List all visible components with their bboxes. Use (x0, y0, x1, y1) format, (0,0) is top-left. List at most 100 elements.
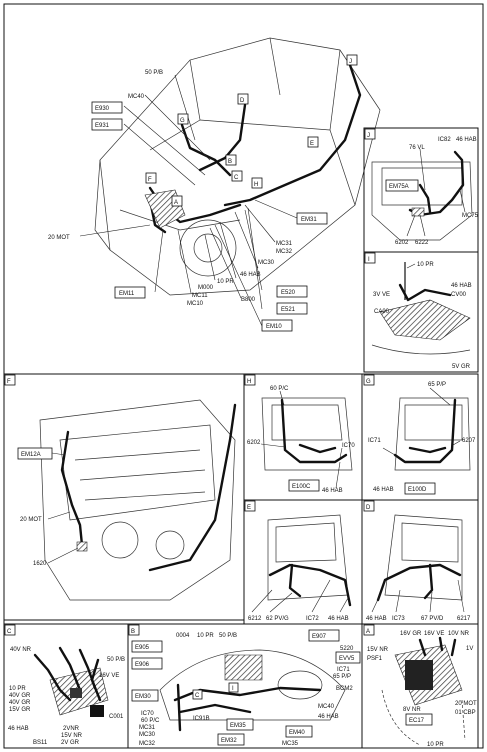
panel-a: A 16V GR 16V VE 10V NR 15V NR PSF1 1V 20… (361, 623, 479, 749)
box-em75a: EM75A (389, 184, 409, 190)
label-46hab-i: 46 HAB (451, 283, 472, 289)
label-mc40-b: MC40 (318, 704, 335, 710)
label-15vnr-c: 15V NR (61, 733, 83, 739)
main-car-view: J D G E B C H F A 50 P/B MC40 20 MOT MC3… (48, 37, 381, 332)
label-mc32: MC32 (276, 249, 293, 255)
label-mc30-b: MC30 (139, 732, 156, 738)
label-mc31: MC31 (276, 241, 293, 247)
label-ic70-h: IC70 (342, 443, 355, 449)
label-bcm2: BCM2 (336, 686, 353, 692)
label-6217: 6217 (457, 616, 471, 622)
label-2vgr: 2V GR (61, 740, 80, 746)
label-ic71-g: IC71 (368, 438, 381, 444)
label-1v: 1V (466, 646, 473, 652)
label-10pr-a: 10 PR (427, 742, 444, 748)
label-5220: 5220 (340, 646, 354, 652)
label-46hab: 46 HAB (240, 272, 261, 278)
label-6222: 6222 (415, 240, 429, 246)
box-em10: EM10 (266, 324, 282, 330)
label-ic71-b: IC71 (337, 667, 350, 673)
label-2vnr: 2VNR (63, 726, 80, 732)
panel-c-tag: C (7, 629, 12, 635)
label-62pvg: 62 PV/G (266, 616, 289, 622)
label-mc30: MC30 (258, 260, 275, 266)
box-e520: E520 (281, 290, 296, 296)
box-ec17: EC17 (409, 718, 425, 724)
box-e931: E931 (95, 123, 110, 129)
panel-h: H 60 P/C 6202 IC70 E100C 46 HAB (243, 373, 363, 501)
label-01cbp: 01 CBP (455, 710, 476, 716)
label-6212: 6212 (248, 616, 262, 622)
label-m000: M000 (198, 285, 214, 291)
label-6202-j: 6202 (395, 240, 409, 246)
label-ic70-b: IC70 (141, 711, 154, 717)
label-mc10: MC10 (187, 301, 204, 307)
box-e100d: E100D (408, 487, 427, 493)
label-60pc-b: 60 P/C (141, 718, 160, 724)
panel-f: F EM12A 20 MOT 1620 (3, 373, 245, 621)
label-mc35: MC35 (282, 741, 299, 747)
box-e906: E906 (135, 662, 150, 668)
label-b800: B800 (241, 297, 256, 303)
panel-a-tag: A (366, 629, 370, 635)
label-16vve-a: 16V VE (424, 631, 444, 637)
label-mc75: MC75 (462, 213, 479, 219)
panel-i: I 10 PR 46 HAB 3V VE CV00 CA00 5V GR (363, 251, 479, 373)
label-10pr: 10 PR (217, 279, 234, 285)
label-46hab-j: 46 HAB (456, 137, 477, 143)
label-67pvd: 67 PV/D (421, 616, 444, 622)
label-1620: 1620 (33, 561, 47, 567)
label-mc11: MC11 (192, 293, 208, 299)
label-ic82: IC82 (438, 137, 451, 143)
box-em12a: EM12A (21, 452, 41, 458)
panel-b: B 0004 10 PR 50 P/B E907 E905 E906 5220 … (127, 623, 363, 749)
box-em32: EM32 (221, 738, 237, 744)
callout-b: B (228, 159, 232, 165)
label-50pb: 50 P/B (145, 70, 163, 76)
label-65pp-g: 65 P/P (428, 382, 446, 388)
label-3vve: 3V VE (373, 292, 390, 298)
label-15vnr-a: 15V NR (367, 647, 389, 653)
label-76vl: 76 VL (409, 145, 425, 151)
box-em35: EM35 (230, 723, 246, 729)
callout-j: J (349, 59, 352, 65)
label-46hab-e: 46 HAB (328, 616, 349, 622)
box-e907: E907 (312, 634, 327, 640)
panel-e-tag: E (247, 505, 251, 511)
panel-i-tag: I (368, 257, 370, 263)
label-ca00: CA00 (374, 309, 390, 315)
label-46hab-c: 46 HAB (8, 726, 29, 732)
callout-d: D (240, 98, 245, 104)
label-bs11: BS11 (33, 740, 48, 746)
box-e100c: E100C (292, 484, 311, 490)
label-50pb-b: 50 P/B (219, 633, 237, 639)
callout-a: A (174, 200, 178, 206)
label-46hab-h: 46 HAB (322, 488, 343, 494)
label-psf1: PSF1 (367, 656, 383, 662)
label-40vgr-2: 40V GR (9, 700, 31, 706)
label-46hab-b: 46 HAB (318, 714, 339, 720)
panel-c: C 40V NR 50 P/B 16V VE 10 PR 40V GR 40V … (3, 623, 129, 749)
label-cv00: CV00 (451, 292, 467, 298)
callout-e: E (310, 141, 314, 147)
box-e905: E905 (135, 645, 150, 651)
box-e930: E930 (95, 106, 110, 112)
panel-e: E 6212 62 PV/G IC72 46 HAB (243, 499, 363, 625)
label-ic72: IC72 (306, 616, 319, 622)
panel-h-tag: H (247, 379, 251, 385)
label-20mot: 20 MOT (48, 235, 70, 241)
label-16vve-c: 16V VE (99, 673, 119, 679)
label-40vgr: 40V GR (9, 693, 31, 699)
panel-j-tag: J (367, 133, 370, 139)
label-10vnr: 10V NR (448, 631, 470, 637)
label-mc32-b: MC32 (139, 741, 156, 747)
callout-c: C (234, 175, 239, 181)
panel-f-tag: F (7, 379, 11, 385)
callout-g: G (180, 118, 185, 124)
label-mc40: MC40 (128, 94, 145, 100)
box-em11: EM11 (119, 291, 135, 297)
label-40vnr: 40V NR (10, 647, 32, 653)
label-10pr-i: 10 PR (417, 262, 434, 268)
